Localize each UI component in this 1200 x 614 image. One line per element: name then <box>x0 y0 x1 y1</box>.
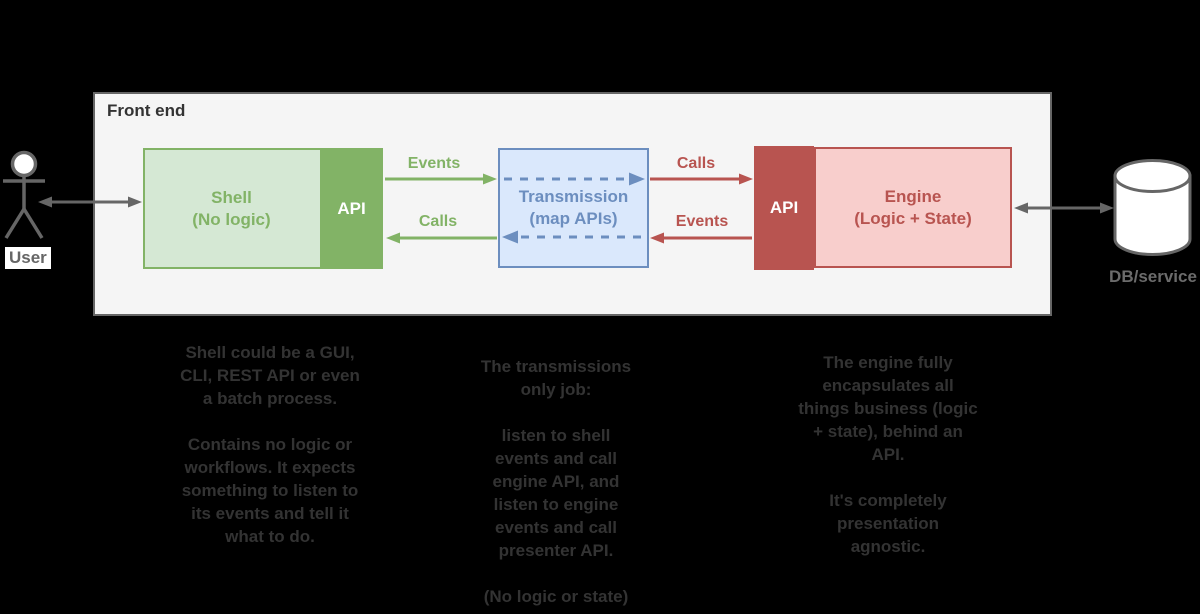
user-icon <box>3 150 45 239</box>
engine-box <box>814 147 1012 268</box>
frontend-panel-title: Front end <box>107 101 186 120</box>
db-service-label: DB/service <box>1109 267 1197 286</box>
calls-label-engine: Calls <box>676 155 716 172</box>
calls-label-shell: Calls <box>418 213 458 230</box>
transmission-box-title: Transmission (map APIs) <box>518 187 629 228</box>
user-label: User <box>5 247 51 269</box>
engine-note: The engine fully encapsulates all things… <box>798 353 978 556</box>
engine-box-title: Engine (Logic + State) <box>854 186 972 228</box>
events-label-engine: Events <box>675 213 729 230</box>
shell-api-block: API <box>320 148 383 269</box>
shell-note: Shell could be a GUI, CLI, REST API or e… <box>180 343 360 546</box>
events-label-shell: Events <box>407 155 461 172</box>
shell-box-title: Shell (No logic) <box>192 187 271 229</box>
transmission-box <box>498 148 649 268</box>
engine-api-block: API <box>754 146 814 270</box>
transmission-note: The transmissions only job: listen to sh… <box>480 357 632 606</box>
database-icon <box>1113 159 1192 256</box>
